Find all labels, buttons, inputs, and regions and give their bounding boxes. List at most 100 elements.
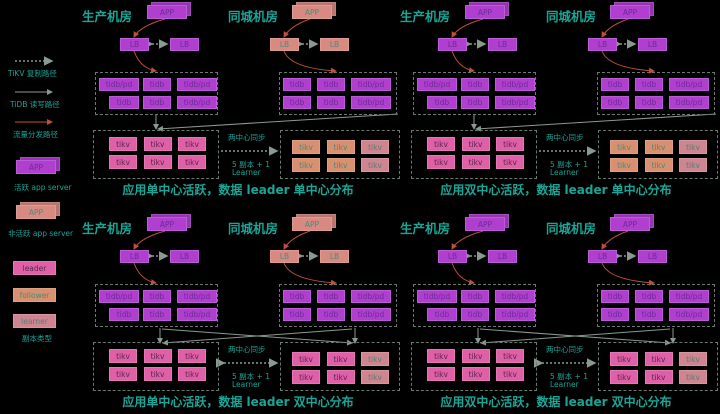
app-server-production: APP — [147, 217, 187, 231]
tikv-node: tikv — [326, 370, 355, 384]
tikv-group-production — [93, 342, 219, 391]
traffic-arrow — [601, 18, 629, 38]
tidb-node: tidb — [601, 96, 629, 109]
traffic-arrow — [283, 262, 337, 286]
tikv-node: tikv — [143, 349, 172, 363]
tidb-node: tidb — [427, 96, 457, 109]
tikv-node: tikv — [679, 158, 707, 172]
lb-production-backup: LB — [170, 250, 199, 263]
tikv-node: tikv — [361, 370, 389, 384]
lb-production-primary: LB — [438, 38, 467, 51]
legend-leader: leader — [13, 261, 56, 275]
tidb-node: tidb — [143, 290, 171, 303]
site-title-same-city: 同城机房 — [546, 221, 597, 236]
traffic-arrow — [133, 230, 166, 250]
tidb-node: tidb — [143, 308, 171, 321]
traffic-arrow — [133, 50, 157, 74]
tikv-node: tikv — [292, 352, 320, 366]
tidb-node: tidb/pd — [669, 290, 709, 303]
replica-count-label: 5 副本 + 1 — [232, 372, 270, 381]
tikv-node: tikv — [109, 137, 137, 151]
tikv-node: tikv — [610, 352, 638, 366]
legend-active-label: 活跃 app server — [14, 183, 72, 192]
tikv-node: tikv — [361, 158, 389, 172]
tikv-node: tikv — [292, 370, 320, 384]
site-title-production: 生产机房 — [400, 9, 451, 24]
tidb-node: tidb/pd — [99, 290, 139, 303]
tikv-node: tikv — [644, 140, 673, 154]
traffic-arrow — [133, 18, 166, 38]
tikv-node: tikv — [361, 352, 389, 366]
tikv-node: tikv — [292, 140, 320, 154]
tikv-node: tikv — [644, 352, 673, 366]
lb-production-backup: LB — [488, 250, 517, 263]
tikv-node: tikv — [361, 140, 389, 154]
tikv-node: tikv — [178, 349, 206, 363]
tikv-node: tikv — [461, 367, 490, 381]
traffic-arrow — [451, 18, 484, 38]
traffic-arrow — [451, 50, 475, 74]
tidb-path-arrow — [480, 328, 671, 346]
tidb-node: tidb — [461, 308, 489, 321]
lb-same-city-backup: LB — [320, 250, 349, 263]
traffic-arrow — [601, 262, 655, 286]
tidb-node: tidb — [461, 78, 489, 91]
replica-learner-label: Learner — [232, 380, 261, 389]
tidb-group-production — [95, 72, 218, 115]
tidb-node: tidb — [317, 78, 345, 91]
tikv-node: tikv — [427, 137, 455, 151]
tidb-node: tidb — [317, 290, 345, 303]
tidb-node: tidb — [317, 96, 345, 109]
lb-same-city-primary: LB — [270, 38, 299, 51]
tidb-node: tidb — [635, 78, 663, 91]
tidb-node: tidb — [601, 308, 629, 321]
tidb-node: tidb/pd — [351, 78, 391, 91]
tikv-node: tikv — [178, 155, 206, 169]
tidb-node: tidb/pd — [351, 308, 391, 321]
tikv-node: tikv — [644, 158, 673, 172]
tidb-node: tidb/pd — [351, 96, 391, 109]
tikv-node: tikv — [292, 158, 320, 172]
tidb-group-production — [413, 284, 536, 327]
tikv-node: tikv — [679, 140, 707, 154]
traffic-arrow — [283, 230, 311, 250]
tidb-node: tidb — [283, 308, 311, 321]
traffic-arrow — [451, 262, 475, 286]
tidb-node: tidb/pd — [495, 78, 535, 91]
tidb-node: tidb — [143, 78, 171, 91]
tidb-node: tidb/pd — [417, 78, 457, 91]
tidb-group-production — [95, 284, 218, 327]
tikv-node: tikv — [461, 349, 490, 363]
tikv-node: tikv — [610, 370, 638, 384]
tidb-node: tidb/pd — [351, 290, 391, 303]
tikv-node: tikv — [496, 155, 524, 169]
app-server-production: APP — [147, 5, 187, 19]
tidb-node: tidb — [283, 290, 311, 303]
tidb-node: tidb — [461, 290, 489, 303]
tikv-node: tikv — [461, 155, 490, 169]
legend-tikv-label: TiKV 复制路径 — [8, 69, 57, 78]
tidb-node: tidb/pd — [669, 78, 709, 91]
tidb-path-arrow — [475, 113, 717, 132]
tidb-node: tidb — [601, 78, 629, 91]
tikv-node: tikv — [109, 349, 137, 363]
tidb-path-arrow — [157, 113, 399, 132]
sync-label: 两中心同步 — [546, 133, 584, 142]
tikv-node: tikv — [326, 140, 355, 154]
tidb-node: tidb — [635, 290, 663, 303]
replica-count-label: 5 副本 + 1 — [550, 372, 588, 381]
tikv-node: tikv — [143, 367, 172, 381]
tikv-node: tikv — [427, 349, 455, 363]
legend-follower: follower — [13, 288, 56, 302]
tikv-node: tikv — [427, 367, 455, 381]
tidb-node: tidb/pd — [177, 290, 217, 303]
tidb-node: tidb/pd — [177, 96, 217, 109]
tidb-group-same-city — [279, 72, 397, 115]
legend-learner: learner — [13, 314, 56, 328]
lb-same-city-backup: LB — [638, 38, 667, 51]
tikv-group-same-city — [280, 342, 400, 391]
tikv-node: tikv — [178, 367, 206, 381]
app-server-production: APP — [465, 5, 505, 19]
